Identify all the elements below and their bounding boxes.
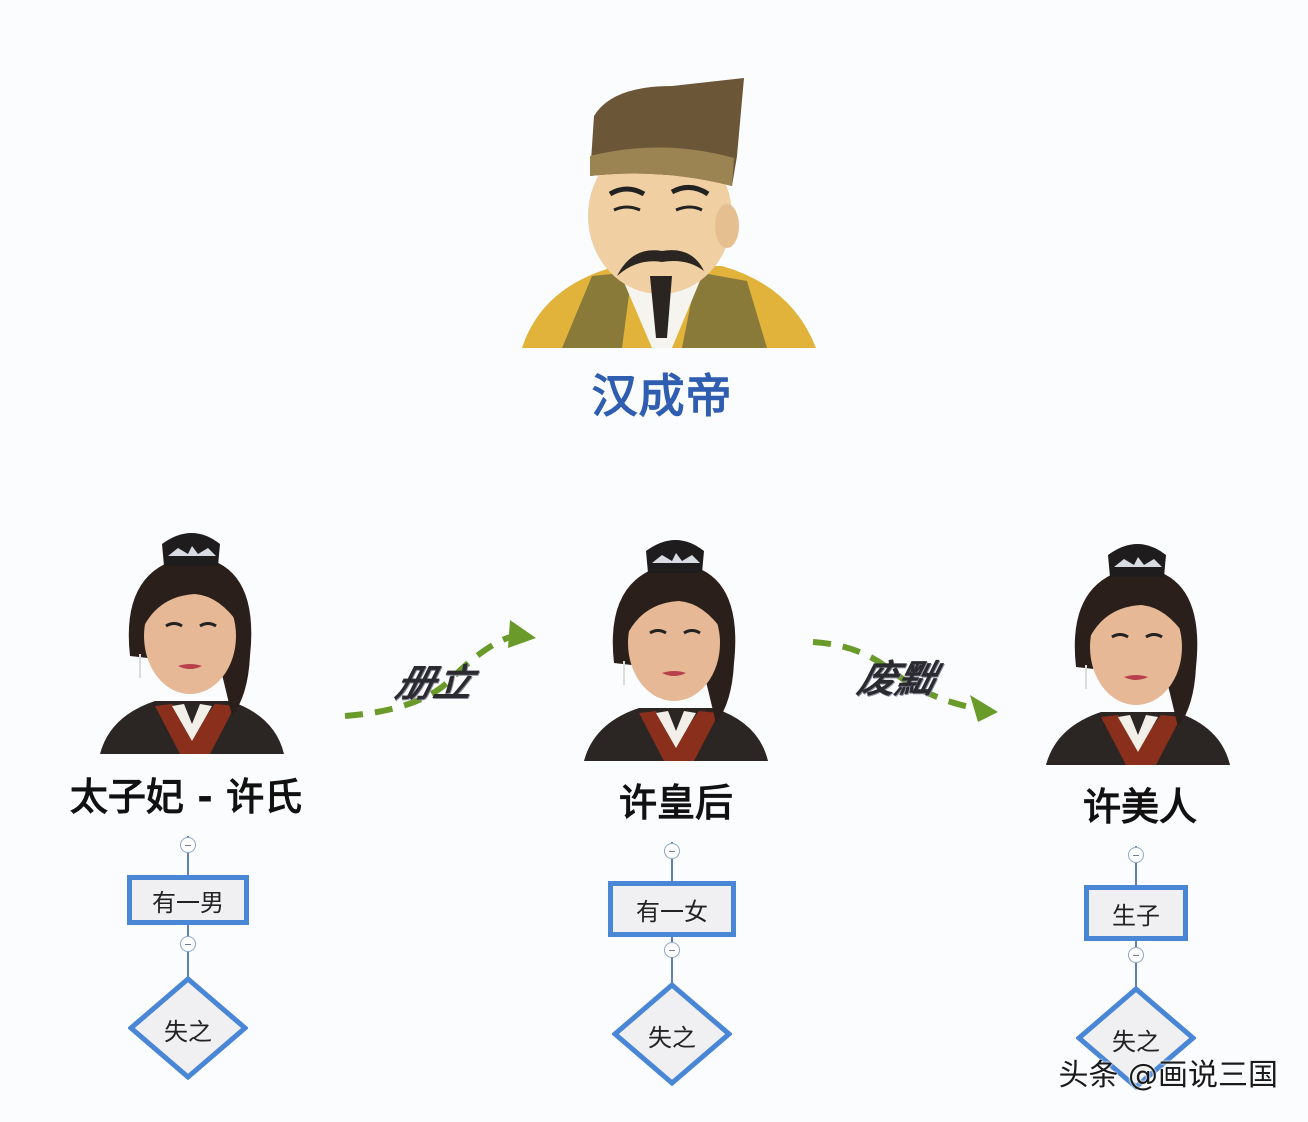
child-node[interactable]: 有一女 [608, 881, 736, 937]
collapse-toggle-icon[interactable] [180, 837, 196, 853]
consort-portrait-empress [584, 533, 768, 761]
arrow-head-appoint [508, 620, 536, 648]
consort-name-empress: 许皇后 [618, 781, 734, 825]
outcome-label: 失之 [648, 1024, 696, 1052]
collapse-toggle-icon[interactable] [664, 843, 680, 859]
collapse-toggle-icon[interactable] [180, 936, 196, 952]
collapse-toggle-icon[interactable] [1128, 947, 1144, 963]
child-node[interactable]: 生子 [1084, 885, 1188, 941]
outcome-label: 失之 [164, 1018, 212, 1046]
connector-line [671, 842, 673, 882]
transition-label-appoint: 册立 [391, 661, 479, 705]
outcome-node[interactable]: 失之 [1076, 986, 1196, 1090]
connector-line [671, 937, 673, 983]
emperor-portrait-icon [522, 78, 816, 348]
watermark: 头条 @画说三国 [1058, 1058, 1278, 1093]
consort-portrait-icon [584, 540, 768, 761]
emperor-name: 汉成帝 [591, 369, 733, 423]
consort-name-beauty: 许美人 [1082, 785, 1198, 829]
consort-portrait-icon [1046, 544, 1230, 765]
outcome-node[interactable]: 失之 [128, 976, 248, 1080]
transition-label-depose: 废黜 [853, 657, 941, 701]
arrow-head-depose [970, 695, 998, 722]
outcome-node[interactable]: 失之 [612, 982, 732, 1086]
child-node[interactable]: 有一男 [127, 875, 249, 925]
consort-portrait-icon [100, 533, 284, 754]
collapse-toggle-icon[interactable] [1128, 847, 1144, 863]
consort-name-crown-princess: 太子妃 - 许氏 [69, 775, 303, 819]
connector-line [187, 836, 189, 876]
consort-portrait-beauty [1046, 537, 1230, 765]
arrow-path-appoint [344, 632, 519, 719]
outcome-label: 失之 [1112, 1028, 1160, 1056]
consort-portrait-crown-princess [100, 526, 284, 754]
emperor-portrait [522, 76, 816, 348]
connector-line [1135, 846, 1137, 886]
connector-line [1135, 941, 1137, 987]
collapse-toggle-icon[interactable] [664, 942, 680, 958]
